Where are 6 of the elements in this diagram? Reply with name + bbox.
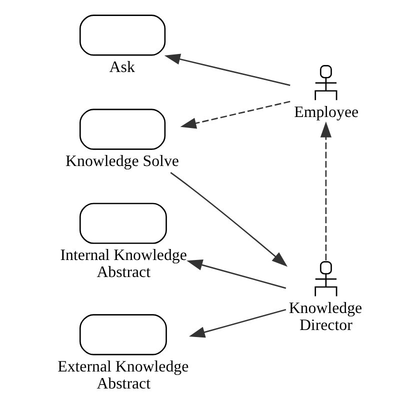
node-label: Internal Knowledge Abstract [60,246,186,282]
node-label: Ask [108,58,134,76]
node-label: External Knowledge Abstract [57,358,188,392]
node-label: Knowledge Solve [65,152,178,170]
node-label: Knowledge Director [288,300,362,334]
node-label: Employee [294,104,358,121]
